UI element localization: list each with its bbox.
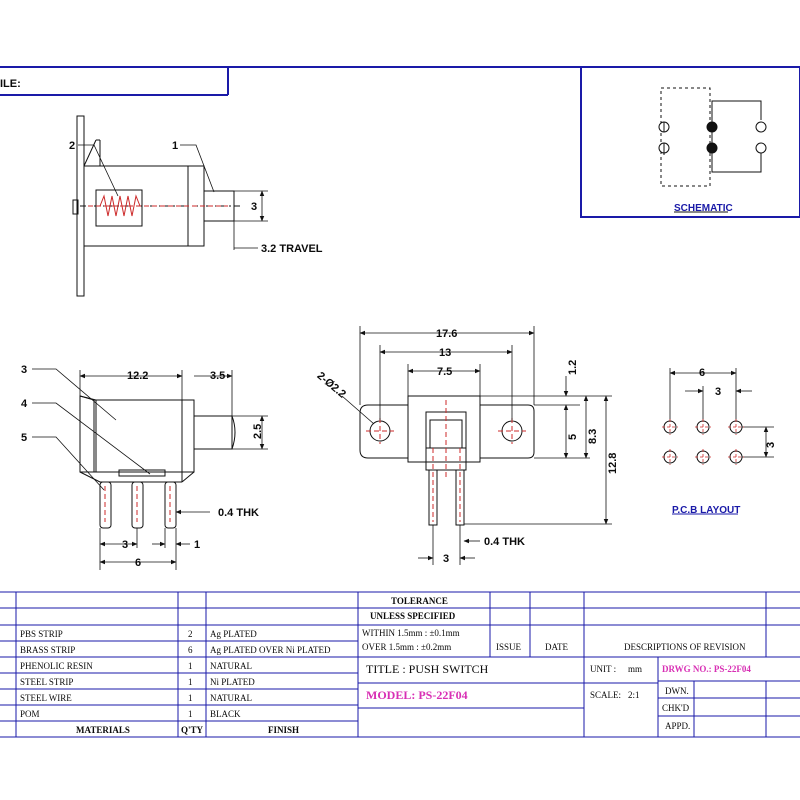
revision-label: DESCRIPTIONS OF REVISION [624,642,746,652]
callout-4: 4 [21,398,28,410]
bom-qty: 1 [188,709,193,719]
dim-front-thk: 0.4 THK [484,536,525,548]
bom-finish: Ni PLATED [210,677,255,687]
materials-header: MATERIALS [76,725,130,735]
dim-front-top: 1.2 [567,360,579,375]
issue-label: ISSUE [496,642,522,652]
tolerance-over: OVER 1.5mm : ±0.2mm [362,642,451,652]
appd-label: APPD. [665,721,690,731]
bom-finish: Ag PLATED OVER Ni PLATED [210,645,331,655]
dim-side-pin: 1 [194,539,200,551]
dim-pcb-pitch-x: 3 [715,386,721,398]
dim-front-body: 7.5 [437,366,452,378]
finish-header: FINISH [268,725,299,735]
top-view [72,115,268,297]
bom-material: PBS STRIP [20,629,63,639]
bom-qty: 2 [188,629,193,639]
pcb-layout-view [662,368,774,515]
bom-finish: Ag PLATED [210,629,257,639]
dim-pcb-pitch-y: 3 [765,442,777,448]
dim-front-holes: 13 [439,347,451,359]
drawing-frame [0,66,800,96]
callout-1-top: 1 [172,140,178,152]
dim-side-span: 6 [135,557,141,569]
dim-front-hole-h: 5 [567,434,579,440]
schematic-view [580,66,800,218]
dim-side-pitch: 3 [122,539,128,551]
unit-value: mm [628,664,642,674]
callout-5: 5 [21,432,27,444]
dim-front-hole-dia: 2-Ø2.2 [315,370,348,401]
dim-side-thk: 0.4 THK [218,507,259,519]
pcb-caption: P.C.B LAYOUT [672,505,740,516]
dim-front-body-h: 8.3 [587,429,599,444]
bom-material: STEEL WIRE [20,693,72,703]
dim-front-total-h: 12.8 [607,453,619,474]
tolerance-within: WITHIN 1.5mm : ±0.1mm [362,628,460,638]
front-view [341,326,612,565]
dwn-label: DWN. [665,686,689,696]
unit-label: UNIT : [590,664,616,674]
bom-finish: NATURAL [210,693,252,703]
chkd-label: CHK'D [662,703,690,713]
bom-qty: 6 [188,645,193,655]
unless-specified: UNLESS SPECIFIED [370,611,456,621]
callout-2-top: 2 [69,140,75,152]
drawing-number: DRWG NO.: PS-22F04 [662,664,751,674]
bom-material: POM [20,709,40,719]
model-label: MODEL: PS-22F04 [366,688,468,702]
title-block [0,591,800,738]
dim-side-plunger: 3.5 [210,370,225,382]
callout-3: 3 [21,364,27,376]
schematic-caption: SCHEMATIC [674,203,733,214]
bom-finish: NATURAL [210,661,252,671]
tolerance-label: TOLERANCE [391,596,448,606]
dim-top-plunger-height: 3 [251,201,257,213]
dim-front-pitch: 3 [443,553,449,565]
bom-finish: BLACK [210,709,241,719]
qty-header: Q'TY [181,725,204,735]
bom-qty: 1 [188,693,193,703]
dim-side-plunger-height: 2.5 [252,424,264,439]
bom-qty: 1 [188,677,193,687]
file-label: ILE: [0,78,21,90]
dim-front-overall: 17.6 [436,328,457,340]
bom-material: STEEL STRIP [20,677,73,687]
bom-material: BRASS STRIP [20,645,75,655]
dim-side-width: 12.2 [127,370,148,382]
dim-pcb-span: 6 [699,367,705,379]
scale-label: SCALE: [590,690,621,700]
scale-value: 2:1 [628,690,640,700]
drawing-title: TITLE : PUSH SWITCH [366,662,489,676]
bom-qty: 1 [188,661,193,671]
side-view [32,368,268,570]
dim-travel: 3.2 TRAVEL [261,243,323,255]
date-label: DATE [545,642,568,652]
bom-material: PHENOLIC RESIN [20,661,93,671]
